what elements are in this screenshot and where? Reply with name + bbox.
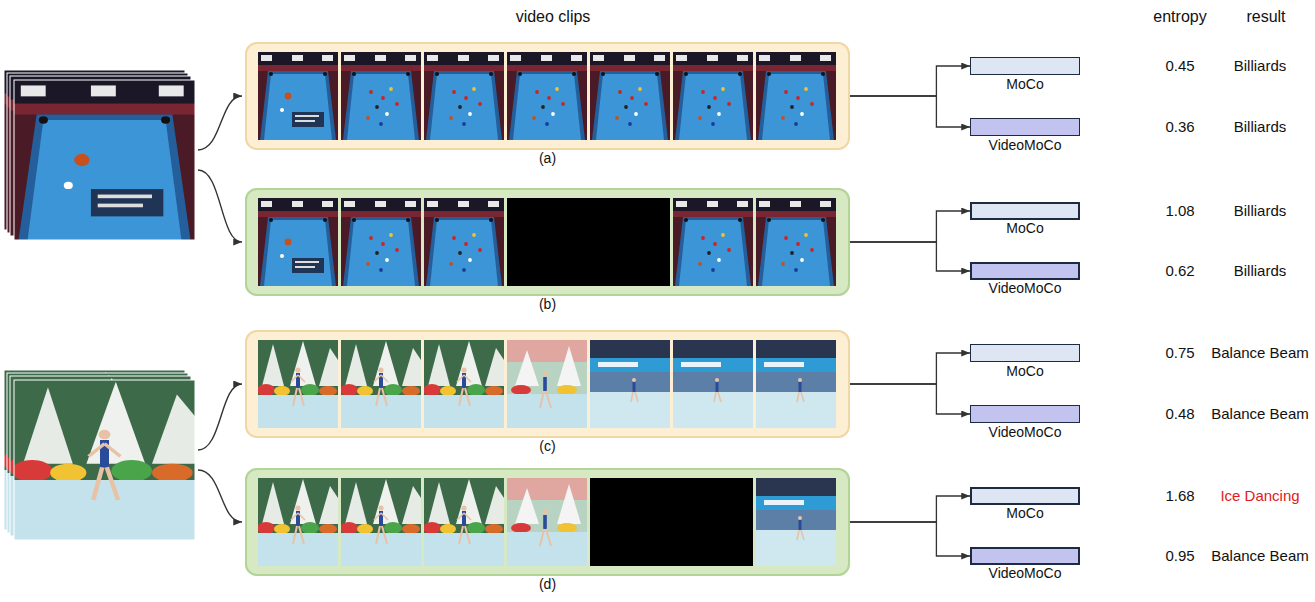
entropy-value: 0.45 bbox=[1165, 57, 1194, 75]
clip-frames-c bbox=[257, 340, 836, 428]
sampling-arrows bbox=[198, 96, 242, 522]
model-bar: MoCo bbox=[970, 487, 1080, 505]
model-label: MoCo bbox=[1006, 363, 1043, 379]
entropy-value: 0.36 bbox=[1165, 118, 1194, 136]
billiards-thumbnail bbox=[4, 70, 195, 240]
panel-label: (c) bbox=[539, 438, 555, 454]
clip-frames-b bbox=[258, 198, 836, 286]
clip-frames-a bbox=[258, 52, 836, 140]
model-bar: MoCo bbox=[970, 202, 1080, 220]
header-label: entropy bbox=[1153, 8, 1206, 26]
branch-arrow bbox=[850, 522, 970, 556]
branch-arrow bbox=[850, 66, 970, 96]
result-label: Billiards bbox=[1234, 262, 1287, 280]
model-label: VideoMoCo bbox=[989, 565, 1062, 581]
entropy-value: 1.68 bbox=[1165, 487, 1194, 505]
result-label: Billiards bbox=[1234, 202, 1287, 220]
model-label: VideoMoCo bbox=[989, 424, 1062, 440]
result-label: Balance Beam bbox=[1211, 547, 1309, 565]
result-label: Billiards bbox=[1234, 118, 1287, 136]
entropy-value: 0.48 bbox=[1165, 405, 1194, 423]
model-bar: VideoMoCo bbox=[970, 547, 1080, 565]
header-label: result bbox=[1246, 8, 1285, 26]
branch-arrow bbox=[850, 353, 970, 384]
result-label: Billiards bbox=[1234, 57, 1287, 75]
model-bar: MoCo bbox=[970, 344, 1080, 362]
clip-frames-d bbox=[257, 478, 836, 566]
model-bar: VideoMoCo bbox=[970, 118, 1080, 136]
result-label: Balance Beam bbox=[1211, 344, 1309, 362]
entropy-value: 1.08 bbox=[1165, 202, 1194, 220]
model-bar: VideoMoCo bbox=[970, 405, 1080, 423]
model-label: VideoMoCo bbox=[989, 280, 1062, 296]
clip-panel: (a) bbox=[245, 42, 850, 150]
panel-label: (b) bbox=[539, 296, 556, 312]
model-label: MoCo bbox=[1006, 76, 1043, 92]
clip-panel: (b) bbox=[245, 188, 850, 296]
entropy-value: 0.62 bbox=[1165, 262, 1194, 280]
branch-arrow bbox=[850, 211, 970, 242]
entropy-value: 0.75 bbox=[1165, 344, 1194, 362]
result-label: Balance Beam bbox=[1211, 405, 1309, 423]
model-bar: VideoMoCo bbox=[970, 262, 1080, 280]
panel-label: (d) bbox=[539, 576, 556, 592]
clip-panel: (c) bbox=[245, 330, 850, 438]
branch-arrow bbox=[850, 96, 970, 127]
branch-arrow bbox=[850, 242, 970, 271]
branch-arrow bbox=[850, 496, 970, 522]
result-label: Ice Dancing bbox=[1220, 487, 1299, 505]
header-label: video clips bbox=[516, 8, 591, 26]
gymnastics-thumbnail bbox=[2, 370, 195, 540]
model-label: MoCo bbox=[1006, 220, 1043, 236]
model-bar: MoCo bbox=[970, 57, 1080, 75]
model-label: MoCo bbox=[1006, 505, 1043, 521]
model-label: VideoMoCo bbox=[989, 137, 1062, 153]
entropy-value: 0.95 bbox=[1165, 547, 1194, 565]
clip-panel: (d) bbox=[245, 468, 850, 576]
branch-arrow bbox=[850, 384, 970, 414]
panel-label: (a) bbox=[539, 150, 556, 166]
